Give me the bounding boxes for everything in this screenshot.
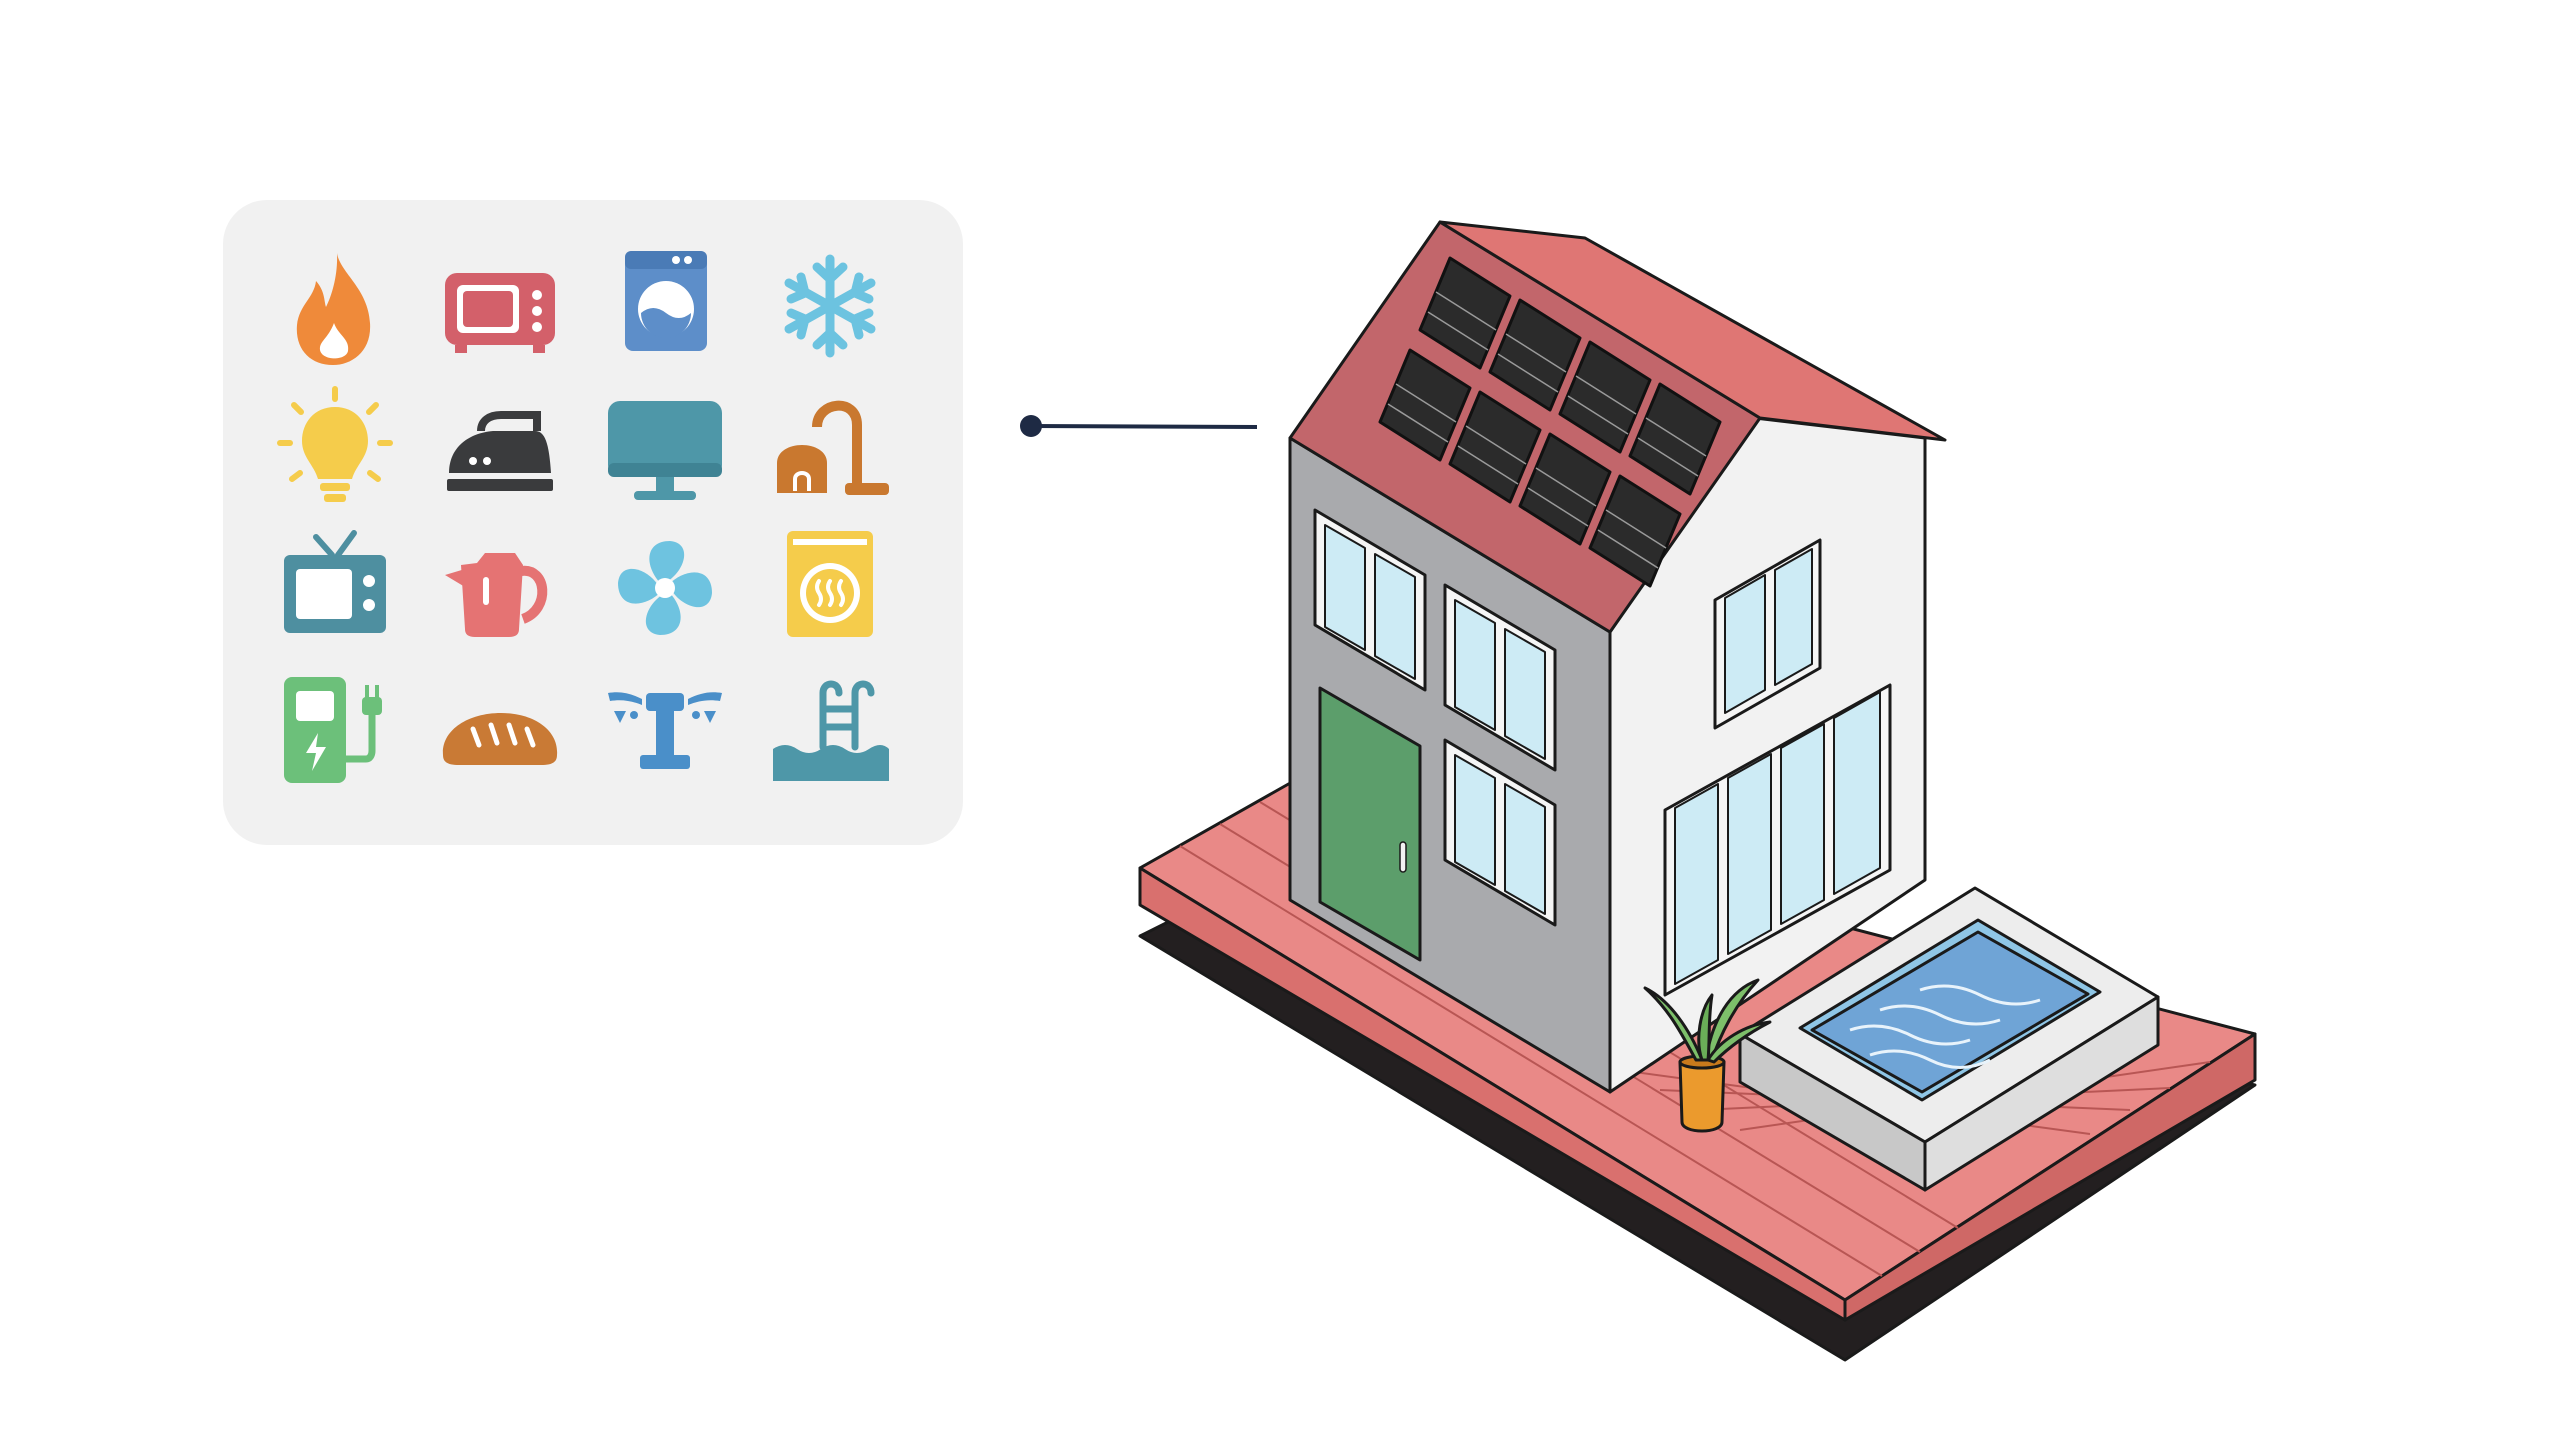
television-icon (270, 523, 400, 653)
door-handle (1399, 841, 1407, 873)
roof-top (1438, 220, 1947, 442)
sprinkler-icon (600, 663, 730, 793)
computer-monitor-icon (600, 383, 730, 513)
clothes-iron-icon (435, 383, 565, 513)
microwave-icon (435, 243, 565, 373)
flame-icon (270, 243, 400, 373)
appliance-icon-panel (223, 200, 963, 845)
front-door (1318, 686, 1422, 962)
deck-right-side (1843, 1032, 2257, 1322)
swimming-pool-icon (765, 663, 895, 793)
solar-panels (1378, 256, 1722, 588)
flame-outer (296, 253, 371, 365)
ev-charger-icon (270, 663, 400, 793)
flame-inner (319, 323, 349, 359)
electric-kettle-icon (435, 523, 565, 653)
bread-icon (435, 663, 565, 793)
connector-dot (1020, 415, 1042, 437)
dryer-icon (765, 523, 895, 653)
light-bulb-icon (270, 383, 400, 513)
snowflake-icon (765, 243, 895, 373)
fan-icon (600, 523, 730, 653)
potted-plant (1643, 978, 1772, 1133)
washing-machine-icon (600, 243, 730, 373)
pool-right-side (1923, 995, 2160, 1192)
vacuum-cleaner-icon (765, 383, 895, 513)
